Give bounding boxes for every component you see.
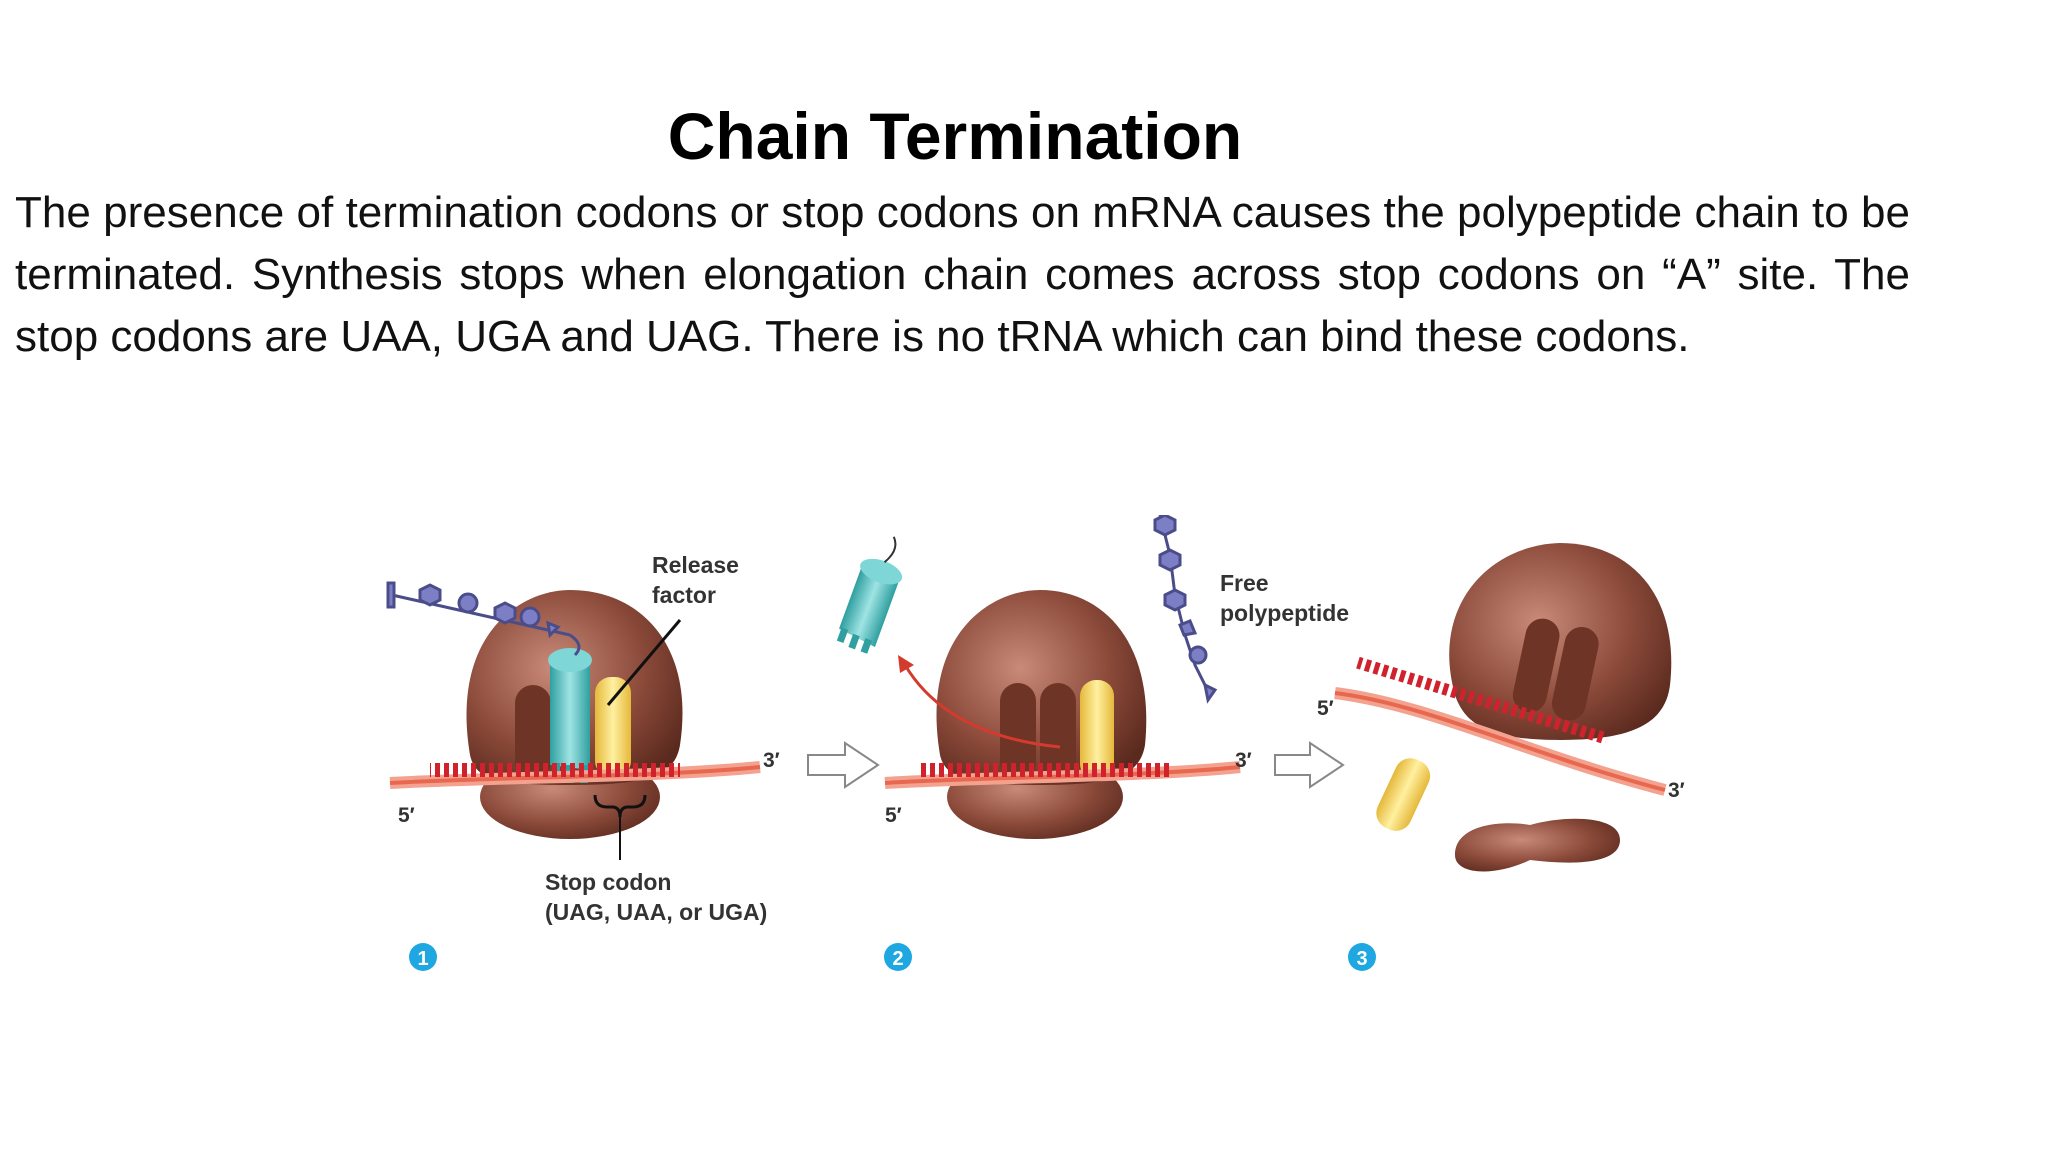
release-factor-3 [1376,758,1431,831]
slide-paragraph: The presence of termination codons or st… [15,188,1910,361]
svg-text:2: 2 [892,948,903,970]
label-5prime-2: 5′ [885,804,902,827]
panel-1: Release factor Stop codon (UAG, UAA, or … [386,552,780,971]
trna-1 [548,648,592,783]
free-polypeptide [1153,513,1218,704]
panel-2: Free polypeptide 3′ 5′ 2 [836,513,1349,971]
polypeptide-1 [386,581,581,657]
step-badge-1: 1 [409,943,437,971]
release-factor-2 [1080,680,1114,780]
release-factor-1 [595,677,631,777]
large-subunit-3 [1449,543,1672,740]
label-factor: factor [652,582,716,608]
label-3prime-1: 3′ [763,749,780,772]
label-3prime-2: 3′ [1235,749,1252,772]
label-5prime-3: 5′ [1317,697,1334,720]
label-release: Release [652,552,739,578]
label-polypeptide: polypeptide [1220,600,1349,626]
released-trna [836,536,903,654]
label-stop-codon: Stop codon [545,869,671,895]
mrna-1 [389,761,761,789]
step-badge-3: 3 [1348,943,1376,971]
mrna-2 [884,761,1241,789]
label-3prime-3: 3′ [1668,779,1685,802]
step-badge-2: 2 [884,943,912,971]
slide-title: Chain Termination [667,99,1243,173]
panel-3: 5′ 3′ 3 [1317,543,1685,971]
mrna-3 [1334,656,1667,796]
label-stop-codon-list: (UAG, UAA, or UGA) [545,899,767,925]
termination-diagram: Release factor Stop codon (UAG, UAA, or … [380,513,1710,985]
arrow-step-1 [807,741,880,789]
arrow-step-2 [1274,741,1345,789]
svg-text:1: 1 [417,948,428,970]
svg-text:3: 3 [1356,948,1367,970]
small-subunit-3 [1455,818,1620,872]
label-5prime-1: 5′ [398,804,415,827]
label-free: Free [1220,570,1269,596]
